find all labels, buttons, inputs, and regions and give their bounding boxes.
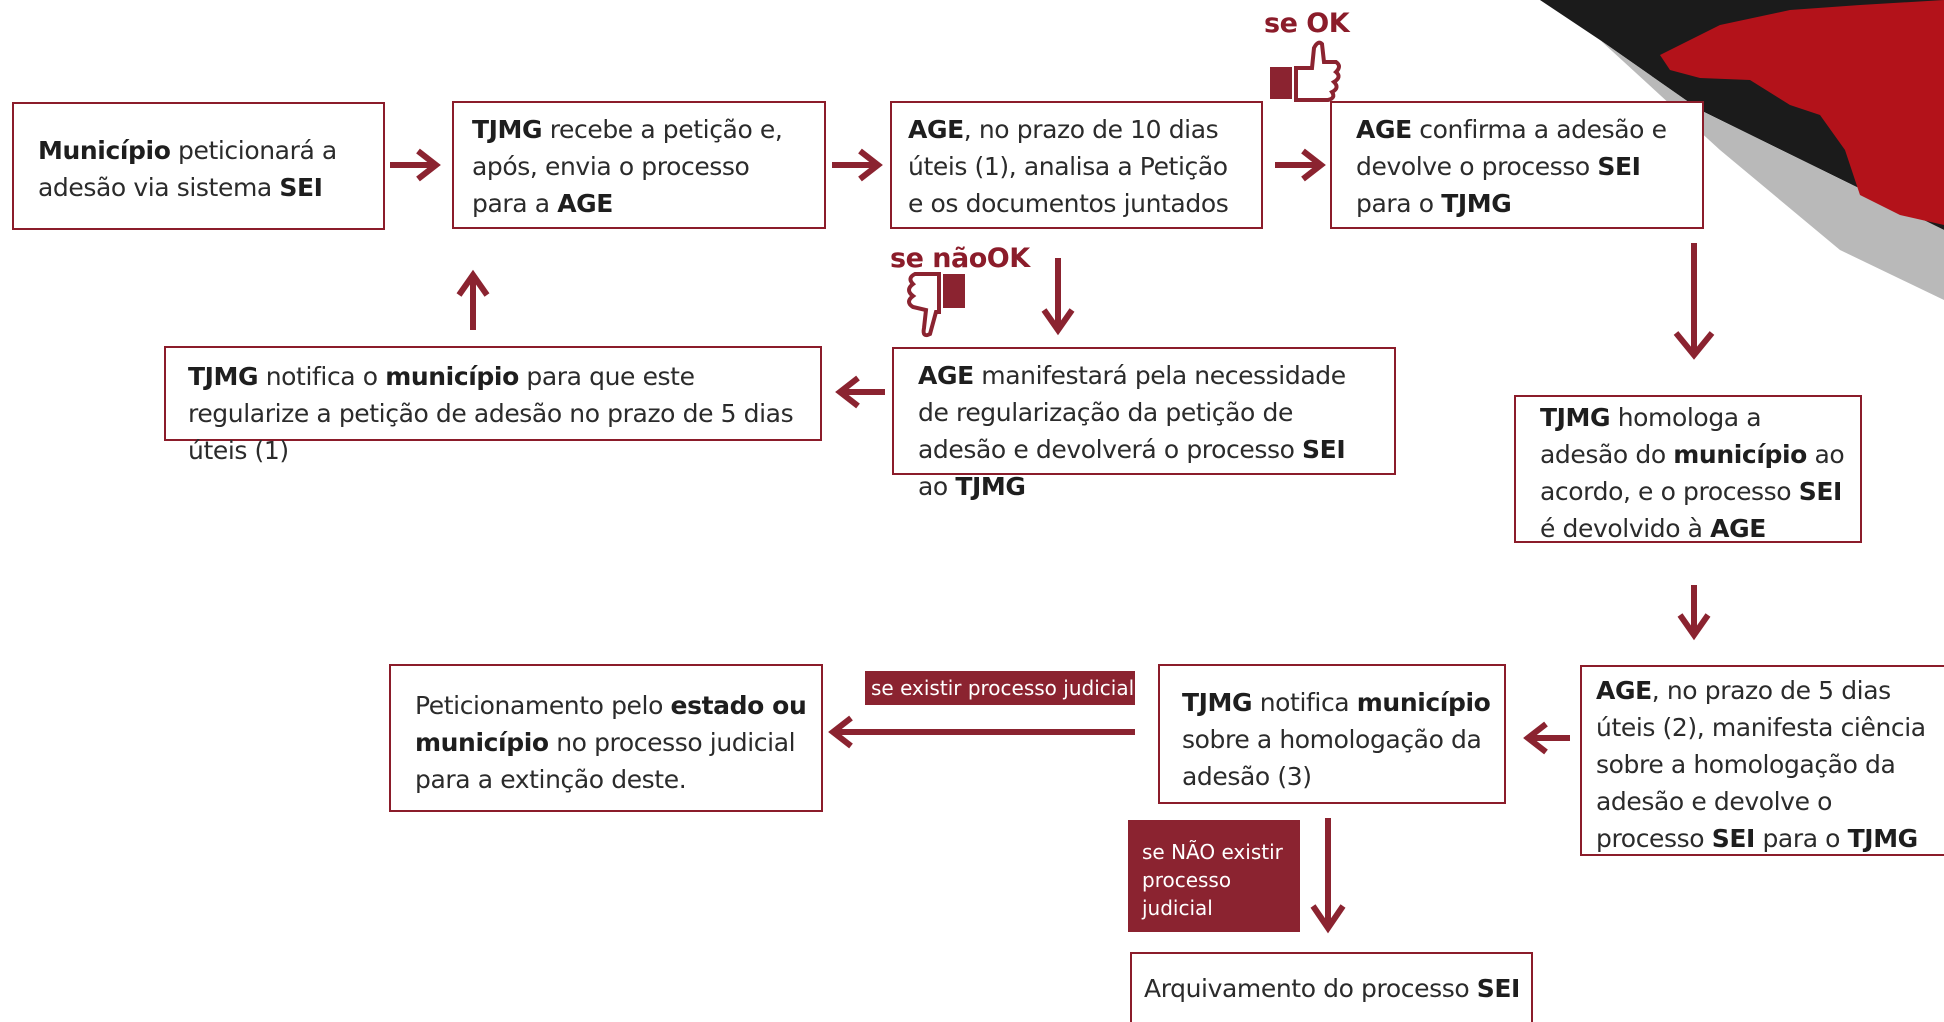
arrow-left-3: [828, 715, 1135, 749]
arrow-down-2: [1673, 243, 1715, 360]
arrow-down-1: [1041, 258, 1075, 336]
step5-bold-1: AGE: [918, 361, 974, 390]
step5-text-1: manifestará pela necessidade de regulari…: [918, 361, 1346, 464]
step5-text-2: ao: [918, 472, 956, 501]
step2-bold-1: TJMG: [472, 115, 543, 144]
step-peticionamento: Peticionamento pelo estado ou município …: [389, 664, 823, 812]
thumbs-up-icon: [1270, 40, 1341, 102]
step3-text-1: , no prazo de 10 dias úteis (1), analisa…: [908, 115, 1229, 218]
arrow-down-3: [1677, 585, 1711, 641]
step8-text-2: para o: [1754, 824, 1848, 853]
arrow-up-1: [456, 269, 490, 330]
step-tjmg-notifica-regularize: TJMG notifica o município para que este …: [164, 346, 822, 465]
step-arquivamento: Arquivamento do processo SEI: [1130, 952, 1533, 1022]
step4-bold-3: TJMG: [1441, 189, 1512, 218]
step3-bold-1: AGE: [908, 115, 964, 144]
arrow-right-2: [832, 148, 883, 182]
step6-text-2: para que este regularize a petição de ad…: [188, 362, 794, 465]
step-tjmg-homologa: TJMG homologa a adesão do município ao a…: [1514, 395, 1862, 543]
step7-text-1: homologa a adesão do: [1540, 403, 1762, 469]
arrow-right-1: [390, 148, 441, 182]
not-ok-label: se nãoOK: [890, 243, 1030, 274]
step-age-confirma: AGE confirma a adesão e devolve o proces…: [1330, 101, 1704, 229]
step11-bold-1: SEI: [1476, 974, 1521, 1003]
arrow-left-1: [835, 375, 885, 409]
step2-text-1: recebe a petição e, após, envia o proces…: [472, 115, 783, 218]
step6-text-1: notifica o: [258, 362, 386, 391]
step-municipio-peticiona: Município peticionará a adesão via siste…: [12, 102, 385, 230]
step7-text-2: ao acordo, e o processo: [1540, 440, 1845, 506]
arrow-right-3: [1275, 148, 1326, 182]
step6-bold-1: TJMG: [188, 362, 259, 391]
arrow-down-4: [1310, 818, 1346, 934]
step7-bold-3: SEI: [1798, 477, 1843, 506]
step10-text-1: Peticionamento pelo: [415, 691, 671, 720]
step6-bold-2: município: [385, 362, 519, 391]
step-age-manifestara: AGE manifestará pela necessidade de regu…: [892, 347, 1396, 501]
tag-existir-processo: se existir processo judicial: [865, 671, 1135, 705]
step7-text-3: é devolvido à: [1540, 514, 1711, 543]
step2-bold-2: AGE: [557, 189, 613, 218]
step9-bold-1: TJMG: [1182, 688, 1253, 717]
step-age-analisa: AGE, no prazo de 10 dias úteis (1), anal…: [890, 101, 1263, 229]
step4-bold-1: AGE: [1356, 115, 1412, 144]
step4-bold-2: SEI: [1597, 152, 1641, 181]
step5-bold-3: TJMG: [955, 472, 1026, 501]
ok-label: se OK: [1264, 8, 1350, 39]
arrows: [390, 148, 1715, 934]
step-tjmg-recebe: TJMG recebe a petição e, após, envia o p…: [452, 101, 826, 229]
step4-text-2: para o: [1356, 189, 1442, 218]
arrow-left-2: [1523, 721, 1570, 755]
step10-text-2: no processo judicial para a extinção des…: [415, 728, 796, 794]
step7-bold-1: TJMG: [1540, 403, 1611, 432]
step-tjmg-notifica-homologacao: TJMG notifica município sobre a homologa…: [1158, 664, 1506, 804]
step8-bold-1: AGE: [1596, 676, 1652, 705]
step-age-manifesta-ciencia: AGE, no prazo de 5 dias úteis (2), manif…: [1580, 665, 1944, 856]
step7-bold-2: município: [1673, 440, 1807, 469]
step4-text-1: confirma a adesão e devolve o processo: [1356, 115, 1667, 181]
step1-text-1: peticionará a adesão via sistema: [38, 136, 337, 202]
step1-bold-2: SEI: [279, 173, 323, 202]
step11-text-1: Arquivamento do processo: [1144, 974, 1477, 1003]
step7-bold-4: AGE: [1710, 514, 1766, 543]
step9-text-2: sobre a homologação da adesão (3): [1182, 725, 1482, 791]
step10-bold-1: estado ou município: [415, 691, 807, 757]
step8-bold-3: TJMG: [1847, 824, 1919, 853]
thumbs-down-icon: [907, 272, 965, 338]
step1-bold-1: Município: [38, 136, 171, 165]
step9-text-1: notifica: [1252, 688, 1357, 717]
tag-nao-existir-processo: se NÃO existir processo judicial: [1128, 820, 1300, 932]
step5-bold-2: SEI: [1302, 435, 1346, 464]
step8-bold-2: SEI: [1711, 824, 1756, 853]
step8-text-1: , no prazo de 5 dias úteis (2), manifest…: [1596, 676, 1926, 853]
step9-bold-2: município: [1356, 688, 1491, 717]
